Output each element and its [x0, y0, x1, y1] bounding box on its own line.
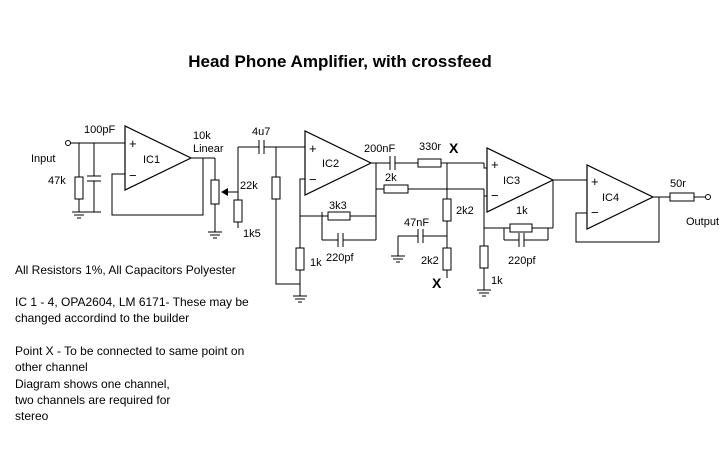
note-line: All Resistors 1%, All Capacitors Polyest…: [15, 263, 236, 277]
note-line: two channels are required for: [15, 393, 171, 407]
opamp-ic1: [124, 125, 193, 191]
label-3k3: 3k3: [329, 200, 347, 212]
label-1k-ic3-gnd: 1k: [491, 275, 503, 287]
ic1-label: IC1: [143, 154, 160, 166]
svg-text:−: −: [129, 168, 137, 183]
ground-symbol: [293, 295, 307, 303]
capacitor-47nf: [397, 229, 447, 256]
resistor-1k-ic2: [295, 247, 305, 271]
output-label: Output: [686, 216, 719, 228]
label-220pf-ic2: 220pf: [326, 252, 354, 264]
resistor-2k2-top: [442, 198, 452, 222]
input-terminal: [65, 140, 71, 146]
capacitor-220pf-ic3: [504, 233, 548, 247]
label-2k2-top: 2k2: [456, 205, 474, 217]
ground-symbol: [208, 231, 222, 239]
resistor-2k: [383, 184, 409, 194]
opamp-ic2: [304, 130, 373, 196]
pot-wiper-arrow: [221, 188, 228, 196]
label-47k: 47k: [48, 175, 66, 187]
capacitor-220pf-ic2: [322, 233, 376, 247]
svg-text:+: +: [309, 141, 317, 156]
svg-text:−: −: [491, 188, 499, 203]
label-2k2-bottom: 2k2: [421, 255, 439, 267]
ic2-label: IC2: [322, 158, 339, 170]
label-220pf-ic3: 220pf: [508, 255, 536, 267]
label-47nf: 47nF: [404, 217, 429, 229]
capacitor-4u7: [238, 140, 305, 154]
label-1k5: 1k5: [243, 228, 261, 240]
resistor-330r: [417, 158, 442, 168]
svg-text:+: +: [591, 174, 599, 189]
svg-text:−: −: [591, 205, 599, 220]
svg-text:+: +: [129, 136, 137, 151]
svg-text:+: +: [491, 157, 499, 172]
label-330r: 330r: [419, 141, 441, 153]
label-10k: 10k: [193, 130, 211, 142]
diagram-title: Head Phone Amplifier, with crossfeed: [188, 52, 492, 71]
resistor-2k2-bottom: [442, 247, 452, 271]
label-200nf: 200nF: [364, 143, 395, 155]
potentiometer-10k: [210, 179, 220, 205]
resistor-bias: [271, 176, 281, 200]
ic3-label: IC3: [503, 175, 520, 187]
label-1k-ic3-fb: 1k: [516, 205, 528, 217]
point-x-bottom: X: [432, 275, 442, 291]
note-line: Point X - To be connected to same point …: [15, 344, 245, 358]
resistor-50r: [669, 192, 695, 202]
svg-text:−: −: [309, 172, 317, 187]
point-x-top: X: [449, 140, 459, 156]
ic4-label: IC4: [602, 192, 619, 204]
label-50r: 50r: [670, 178, 686, 190]
ground-symbol: [391, 255, 405, 263]
label-linear: Linear: [193, 143, 224, 155]
opamp-ic3: [486, 147, 555, 213]
label-2k: 2k: [385, 172, 397, 184]
note-line: Diagram shows one channel,: [15, 377, 170, 391]
output-terminal: [705, 194, 711, 200]
resistor-1k5: [233, 199, 243, 223]
note-point-x: Point X - To be connected to same point …: [15, 343, 244, 375]
ic1-feedback: [111, 157, 215, 216]
opamp-ic4: [586, 164, 655, 230]
capacitor-200nf: [389, 156, 396, 170]
resistor-3k3: [327, 211, 351, 221]
resistor-47k: [74, 176, 84, 200]
note-line: other channel: [15, 360, 88, 374]
note-line: IC 1 - 4, OPA2604, LM 6171- These may be: [15, 295, 249, 309]
label-4u7: 4u7: [252, 126, 270, 138]
label-100pf: 100pF: [84, 124, 115, 136]
label-1k-ic2: 1k: [310, 257, 322, 269]
note-line: changed accordind to the builder: [15, 311, 190, 325]
ground-symbol: [72, 211, 86, 219]
ground-symbol: [477, 289, 491, 297]
capacitor-100pf: [79, 143, 101, 213]
note-line: stereo: [15, 409, 49, 423]
note-channels: Diagram shows one channel, two channels …: [15, 376, 170, 424]
label-22k: 22k: [240, 180, 258, 192]
resistor-1k-ic3-gnd: [479, 245, 489, 269]
note-ics: IC 1 - 4, OPA2604, LM 6171- These may be…: [15, 294, 249, 326]
resistor-1k-ic3-fb: [509, 223, 533, 233]
note-resistors: All Resistors 1%, All Capacitors Polyest…: [15, 262, 236, 278]
input-label: Input: [31, 153, 55, 165]
